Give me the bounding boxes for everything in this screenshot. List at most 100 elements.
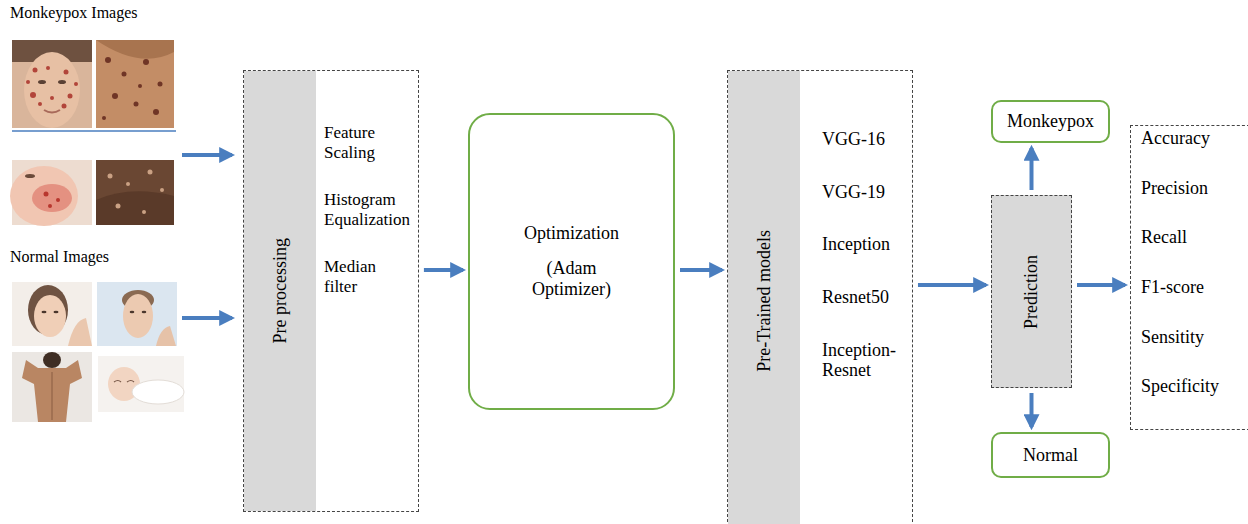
normal-photo-part [130, 311, 135, 313]
node-text: Pre-Trained models [754, 230, 775, 372]
monkeypox-photo-part [30, 92, 36, 98]
section-label: Normal Images [10, 248, 109, 266]
prediction-band: Prediction [991, 195, 1072, 388]
underline-rule [12, 130, 176, 132]
node-text: Prediction [1021, 255, 1042, 329]
flow-arrow [1077, 283, 1125, 287]
text-group: Pre-Trained models [754, 230, 775, 372]
node-text: Inception [822, 234, 896, 255]
monkeypox-photo-part [126, 182, 130, 186]
normal-photo-part [12, 282, 92, 346]
flow-arrow [1030, 393, 1034, 427]
monkeypox-photo-part [153, 109, 159, 115]
monkeypox-photo-part [96, 40, 174, 128]
node-text: Recall [1141, 227, 1245, 248]
node-text: F1-score [1141, 277, 1245, 298]
monkeypox-photo-part [56, 198, 60, 202]
monkeypox-photo-part [122, 72, 127, 77]
monkeypox-photo-part [160, 188, 164, 192]
monkeypox-photo-part [50, 96, 54, 100]
normal-photo-part [22, 360, 82, 422]
monkeypox-photo-part [108, 174, 113, 179]
node-text: Median filter [324, 257, 410, 296]
normal-photo-part [142, 311, 147, 313]
preprocessing-group: Pre processing Feature ScalingHistogram E… [243, 70, 419, 512]
monkeypox-photo-part [138, 84, 142, 88]
normal-photo-part [127, 381, 134, 383]
section-label: Monkeypox Images [10, 4, 138, 22]
monkeypox-photo [12, 40, 92, 128]
monkeypox-photo-part [26, 80, 30, 84]
node-text: Feature Scaling [324, 123, 410, 162]
normal-photo-part [42, 311, 47, 314]
text-group: AccuracyPrecisionRecallF1-scoreSensitity… [1131, 126, 1248, 397]
monkeypox-photo-part [46, 66, 50, 70]
text-group: VGG-16VGG-19InceptionResnet50Inception-R… [800, 71, 912, 381]
node-text: Precision [1141, 178, 1245, 199]
monkeypox-photo-part [158, 82, 163, 87]
monkeypox-photo-part [134, 102, 139, 107]
monkeypox-photo-part [48, 204, 52, 208]
normal-photo-part [156, 326, 176, 346]
node-text: (Adam Optimizer) [524, 258, 619, 299]
node-text: Inception-Resnet [822, 340, 896, 381]
normal-photo [97, 282, 177, 346]
normal-photo [12, 352, 92, 422]
monkeypox-photo-part [105, 57, 111, 63]
monkeypox-photo-part [33, 68, 38, 73]
node-text: VGG-19 [822, 182, 896, 203]
monkeypox-photo-part [38, 102, 42, 106]
metrics-list: AccuracyPrecisionRecallF1-scoreSensitity… [1130, 125, 1248, 430]
monkeypox-photo-part [102, 116, 106, 120]
node-text: Accuracy [1141, 128, 1245, 149]
monkeypox-photo-part [38, 80, 46, 84]
monkeypox-photo-part [68, 94, 73, 99]
normal-photo-part [43, 352, 61, 368]
monkeypox-photo-part [74, 82, 78, 86]
monkeypox-photo-part [62, 104, 67, 109]
monkeypox-photo [10, 160, 92, 226]
node-text: Sensitity [1141, 327, 1245, 348]
node-text: Monkeypox [1007, 111, 1094, 132]
node-text: Pre processing [270, 238, 291, 343]
text-group: Pre processing [270, 238, 291, 343]
normal-photo-part [51, 372, 53, 420]
monkeypox-photo-part [32, 184, 72, 212]
normal-photo-part [34, 295, 66, 337]
node-text: Histogram Equalization [324, 190, 410, 229]
monkeypox-photo-part [96, 160, 174, 225]
monkeypox-photo-part [58, 80, 66, 84]
optimizer-box: Optimization(Adam Optimizer) [468, 113, 675, 410]
class-box: Monkeypox [991, 100, 1110, 143]
node-text: Resnet50 [822, 287, 896, 308]
group-band: Pre-Trained models [728, 71, 800, 524]
text-group: Monkeypox [1007, 111, 1094, 132]
normal-photo-part [114, 381, 121, 383]
normal-photo-part [97, 282, 177, 346]
text-group: Feature ScalingHistogram EqualizationMed… [316, 71, 418, 296]
node-text: Normal [1023, 445, 1078, 466]
monkeypox-photo-part [24, 52, 80, 128]
normal-photo [12, 282, 92, 346]
monkeypox-photo-part [116, 204, 121, 209]
monkeypox-photo [96, 40, 174, 128]
normal-photo [98, 356, 184, 412]
monkeypox-photo-part [44, 110, 60, 113]
normal-photo-part [12, 352, 92, 422]
input-arrow [182, 153, 232, 157]
monkeypox-photo-part [148, 170, 153, 175]
input-arrow [182, 316, 232, 320]
normal-photo-part [123, 294, 153, 338]
flow-arrow [1030, 148, 1034, 190]
node-text: VGG-16 [822, 129, 896, 150]
text-group: Normal [1023, 445, 1078, 466]
text-group: Optimization(Adam Optimizer) [524, 223, 619, 299]
normal-photo-part [68, 318, 92, 346]
monkeypox-photo-part [142, 210, 146, 214]
monkeypox-photo-part [96, 40, 174, 59]
monkeypox-photo-part [44, 192, 49, 197]
group-band: Pre processing [244, 71, 316, 511]
flow-arrow [424, 268, 463, 272]
monkeypox-photo-part [64, 70, 69, 75]
